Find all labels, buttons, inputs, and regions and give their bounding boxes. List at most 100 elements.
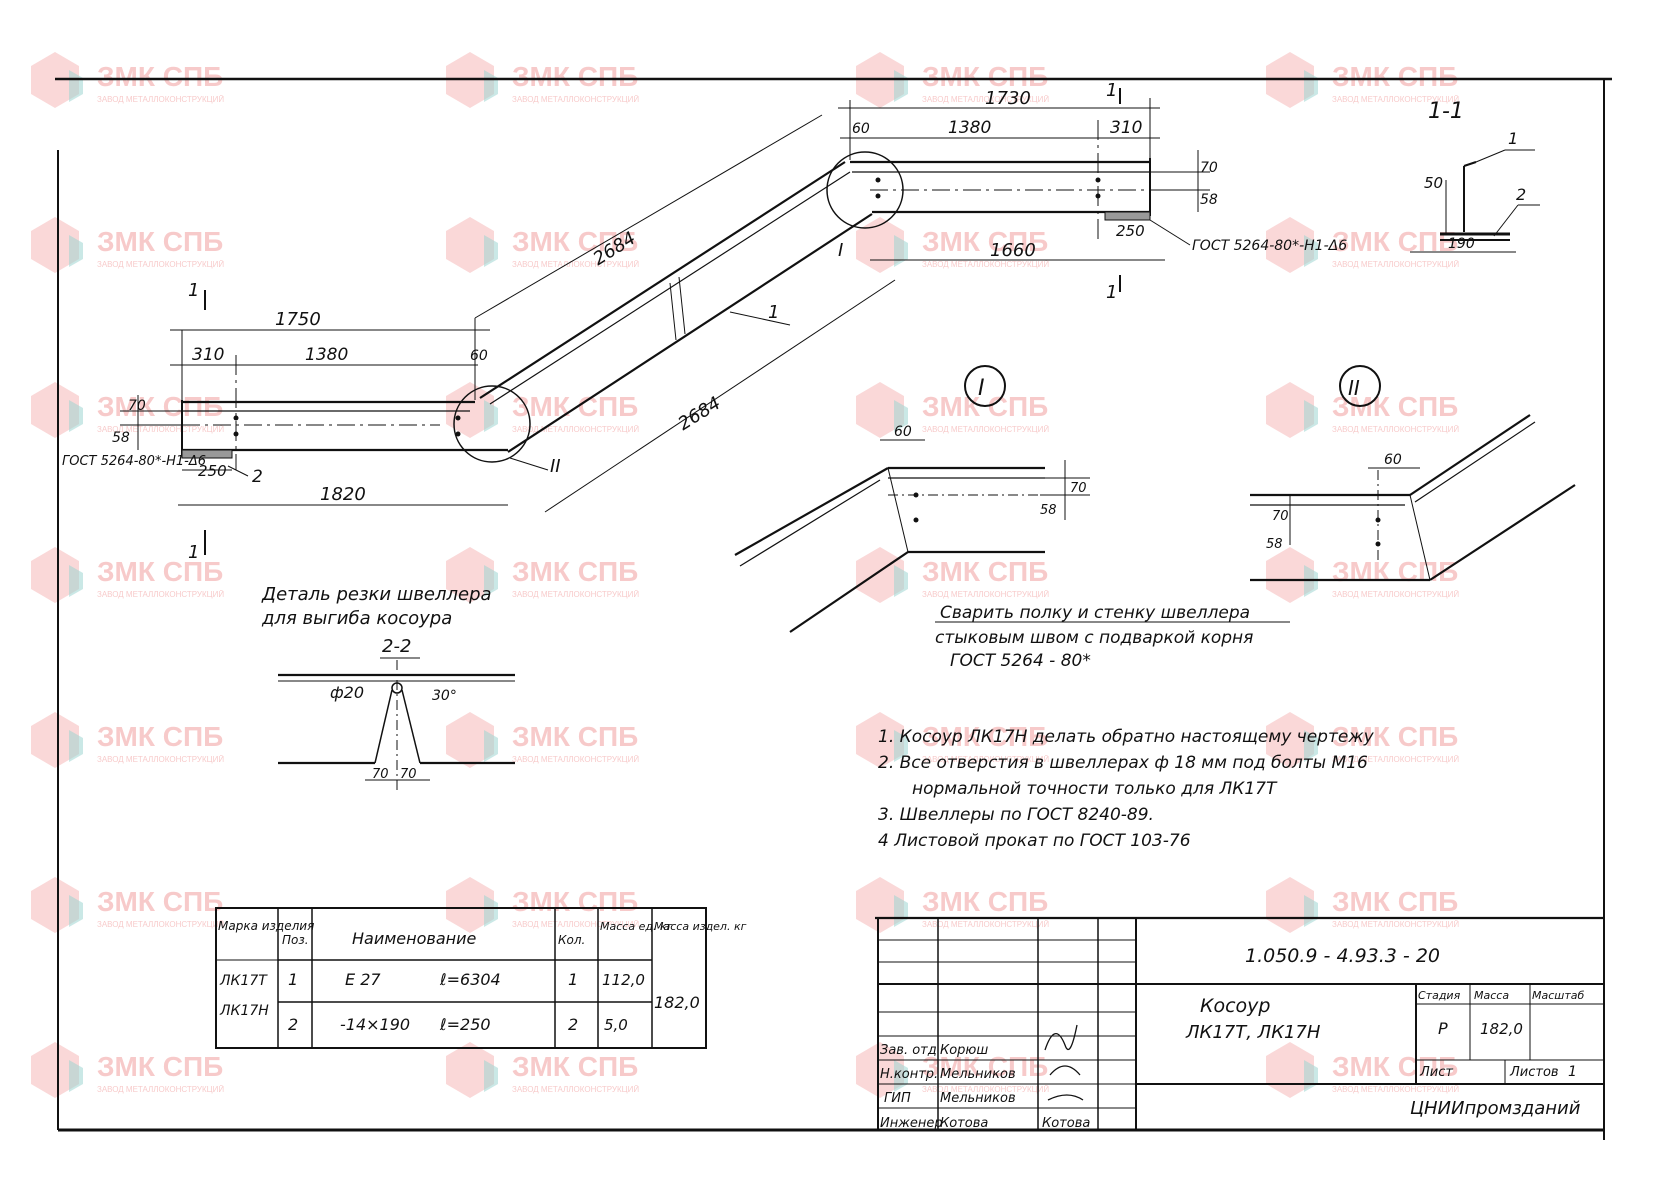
watermark-subtitle: ЗАВОД МЕТАЛЛОКОНСТРУКЦИЙ (97, 755, 224, 764)
doc-title: Косоур (1200, 995, 1271, 1017)
watermark-brand: ЗМК СПБ (97, 721, 223, 752)
watermark-logo-icon (1266, 217, 1314, 273)
watermark-logo-accent-icon (1304, 895, 1318, 927)
spec-mark-2: ЛК17Н (219, 1003, 269, 1019)
watermark-subtitle: ЗАВОД МЕТАЛЛОКОНСТРУКЦИЙ (922, 95, 1049, 104)
watermark-logo-accent-icon (484, 895, 498, 927)
dim-60-top: 60 (852, 121, 870, 137)
role-gip: ГИП (884, 1091, 911, 1106)
detail-I-label: I (978, 376, 985, 401)
spec-row2-name: -14×190 (340, 1015, 410, 1034)
name-zav-otd: Корюш (940, 1043, 988, 1058)
spec-header-pos: Поз. (282, 933, 309, 947)
watermark-logo-accent-icon (69, 70, 83, 102)
watermark-brand: ЗМК СПБ (512, 391, 638, 422)
dim-1380-top: 1380 (948, 118, 991, 138)
watermark-logo-icon (856, 217, 904, 273)
watermark-logo-icon (856, 547, 904, 603)
signatures (1044, 1024, 1084, 1101)
spec-row1-qty: 1 (568, 970, 578, 989)
note-line-3: нормальной точности только для ЛК17Т (912, 779, 1278, 799)
watermark-subtitle: ЗАВОД МЕТАЛЛОКОНСТРУКЦИЙ (922, 1085, 1049, 1094)
watermark-logo-accent-icon (69, 235, 83, 267)
watermark-brand: ЗМК СПБ (1332, 391, 1458, 422)
spec-row2-unit-mass: 5,0 (604, 1016, 628, 1034)
watermark-logo-icon (446, 547, 494, 603)
spec-header-unit-mass: Масса ед. кг (600, 920, 673, 933)
watermark-logo-icon (31, 382, 79, 438)
watermark-brand: ЗМК СПБ (922, 1051, 1048, 1082)
watermark-logo-icon (31, 712, 79, 768)
watermark-logo-icon (1266, 547, 1314, 603)
watermark-brand: ЗМК СПБ (1332, 721, 1458, 752)
note-line-2: 2. Все отверстия в швеллерах ф 18 мм под… (878, 753, 1368, 773)
spec-total-mass: 182,0 (654, 993, 700, 1012)
watermark-tile: ЗМК СПБ ЗАВОД МЕТАЛЛОКОНСТРУКЦИЙ (31, 712, 224, 768)
cut-detail-dim-right: 70 (400, 767, 417, 782)
watermark-brand: ЗМК СПБ (512, 61, 638, 92)
watermark-logo-icon (446, 1042, 494, 1098)
mass-value: 182,0 (1480, 1020, 1523, 1038)
dim-70-bottom: 70 (128, 398, 146, 414)
watermark-subtitle: ЗАВОД МЕТАЛЛОКОНСТРУКЦИЙ (922, 425, 1049, 434)
watermark-logo-icon (446, 877, 494, 933)
watermark-logo-accent-icon (484, 235, 498, 267)
watermark-logo-accent-icon (484, 730, 498, 762)
weld-instruction: Сварить полку и стенку швеллера стыковым… (935, 603, 1290, 671)
stage-value: Р (1438, 1019, 1448, 1038)
spec-row1-length: ℓ=6304 (439, 970, 501, 989)
watermark-subtitle: ЗАВОД МЕТАЛЛОКОНСТРУКЦИЙ (1332, 920, 1459, 929)
watermark-brand: ЗМК СПБ (512, 886, 638, 917)
pos-2-label: 2 (252, 467, 263, 487)
detail-II-dim-58: 58 (1266, 537, 1283, 552)
watermark-brand: ЗМК СПБ (922, 886, 1048, 917)
detail-II-label: II (1348, 376, 1360, 400)
watermark-logo-icon (31, 877, 79, 933)
weld-instruction-line3: ГОСТ 5264 - 80* (950, 651, 1091, 671)
watermark-brand: ЗМК СПБ (97, 1051, 223, 1082)
signature-ingener: Котова (1042, 1116, 1090, 1131)
watermark-tile: ЗМК СПБ ЗАВОД МЕТАЛЛОКОНСТРУКЦИЙ (1266, 382, 1459, 438)
watermark-logo-accent-icon (894, 235, 908, 267)
watermark-layer: ЗМК СПБ ЗАВОД МЕТАЛЛОКОНСТРУКЦИЙ ЗМК СПБ ЗА… (31, 52, 1459, 1098)
sheets-label: Листов (1509, 1065, 1559, 1080)
weld-note-bottom: ГОСТ 5264-80*-Н1-Δ6 (62, 454, 206, 469)
watermark-logo-accent-icon (1304, 400, 1318, 432)
spec-mark-1: ЛК17Т (219, 973, 268, 989)
dim-1660: 1660 (990, 240, 1036, 261)
role-n-kontr: Н.контр. (880, 1067, 938, 1082)
watermark-subtitle: ЗАВОД МЕТАЛЛОКОНСТРУКЦИЙ (512, 260, 639, 269)
watermark-brand: ЗМК СПБ (97, 61, 223, 92)
watermark-brand: ЗМК СПБ (512, 1051, 638, 1082)
watermark-subtitle: ЗАВОД МЕТАЛЛОКОНСТРУКЦИЙ (1332, 425, 1459, 434)
watermark-logo-icon (856, 712, 904, 768)
cut-detail-section: 2-2 (382, 636, 411, 657)
detail-I-dim-70: 70 (1070, 481, 1087, 496)
watermark-logo-icon (446, 712, 494, 768)
watermark-logo-accent-icon (484, 1060, 498, 1092)
role-zav-otd: Зав. отд (880, 1043, 937, 1058)
watermark-subtitle: ЗАВОД МЕТАЛЛОКОНСТРУКЦИЙ (512, 920, 639, 929)
watermark-brand: ЗМК СПБ (97, 886, 223, 917)
watermark-brand: ЗМК СПБ (512, 721, 638, 752)
watermark-logo-accent-icon (69, 730, 83, 762)
dim-58-bottom: 58 (112, 430, 130, 446)
doc-code: 1.050.9 - 4.93.3 - 20 (1245, 945, 1440, 967)
cut-detail-hole: ф20 (330, 683, 364, 702)
watermark-brand: ЗМК СПБ (97, 391, 223, 422)
watermark-logo-icon (1266, 712, 1314, 768)
specification-table: Марка изделия Поз. Наименование Кол. Мас… (215, 907, 747, 1049)
watermark-subtitle: ЗАВОД МЕТАЛЛОКОНСТРУКЦИЙ (512, 95, 639, 104)
dim-2684-lower: 2684 (675, 393, 725, 435)
